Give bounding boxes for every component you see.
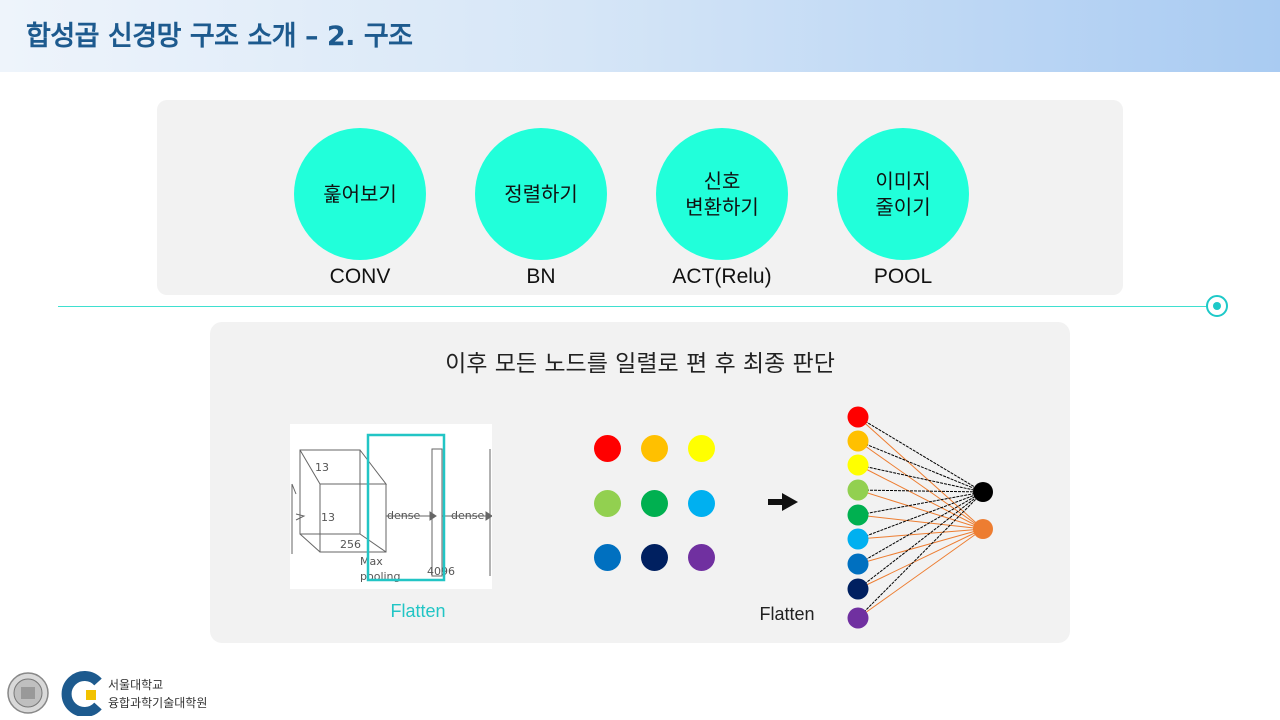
grid-dot (594, 435, 621, 462)
university-logos (7, 671, 102, 716)
grid-dot (594, 490, 621, 517)
connection-line (857, 528, 984, 565)
connection-line (857, 491, 984, 565)
connection-line (857, 440, 984, 493)
grid-dot (688, 544, 715, 571)
step-pool-circle: 이미지 줄이기 (837, 128, 969, 260)
label-dense2: dense (451, 509, 484, 522)
flattened-node (847, 528, 869, 550)
flattened-node (847, 454, 869, 476)
output-node (973, 482, 993, 502)
college-c-logo-icon (61, 671, 102, 716)
school-name-text: 서울대학교 융합과학기술대학원 (108, 676, 207, 712)
step-text-line1: 훑어보기 (323, 182, 397, 206)
step-text-line1: 이미지 (875, 169, 931, 193)
flattened-node (847, 406, 869, 428)
connection-line (857, 528, 984, 540)
connection-line (857, 440, 984, 530)
connection-line (857, 489, 984, 530)
grid-dot (688, 490, 715, 517)
connection-line (857, 491, 984, 540)
step-label-bn: BN (526, 265, 556, 288)
label-13b: 13 (321, 511, 335, 524)
label-max: Max (360, 555, 383, 568)
flattened-node (847, 553, 869, 575)
cnn-architecture-image: 13 13 256 dense dense Max pooling 4096 (290, 424, 492, 589)
page-title: 합성곱 신경망 구조 소개 – 2. 구조 (26, 21, 413, 52)
flatten-label-left: Flatten (390, 601, 446, 621)
step-text-line2: 줄이기 (875, 195, 931, 219)
step-text-line1: 정렬하기 (504, 182, 578, 206)
grid-dot (641, 544, 668, 571)
connection-line (857, 528, 984, 619)
flattened-node (847, 479, 869, 501)
step-text-line1: 신호 (703, 169, 741, 193)
flattened-node (847, 430, 869, 452)
connection-line (857, 528, 984, 590)
label-256: 256 (340, 538, 361, 551)
connection-line (857, 464, 984, 493)
grid-dot (641, 490, 668, 517)
grid-dot (594, 544, 621, 571)
flattened-node (847, 607, 869, 629)
flatten-label-right: Flatten (759, 604, 815, 624)
connection-line (857, 514, 984, 530)
right-arrow-icon (768, 493, 798, 511)
snu-seal-icon (7, 672, 49, 714)
connection-line (857, 491, 984, 590)
step-text-line2: 변환하기 (685, 195, 759, 219)
label-13a: 13 (315, 461, 329, 474)
timeline-line (58, 306, 1208, 307)
school-name: 서울대학교 (108, 678, 164, 692)
connection-line (857, 491, 984, 619)
college-name: 융합과학기술대학원 (108, 696, 208, 710)
step-label-act: ACT(Relu) (672, 265, 772, 288)
connection-line (857, 489, 984, 493)
step-label-pool: POOL (873, 265, 933, 288)
connection-line (857, 416, 984, 530)
step-label-conv: CONV (329, 265, 391, 288)
timeline-end-dot (1213, 302, 1221, 310)
timeline-end-icon (1206, 295, 1228, 317)
flattened-node (847, 578, 869, 600)
connection-line (857, 491, 984, 516)
step-conv-circle: 훑어보기 (294, 128, 426, 260)
header-bar: 합성곱 신경망 구조 소개 – 2. 구조 (0, 0, 1280, 72)
label-4096: 4096 (427, 565, 455, 578)
grid-dot (641, 435, 668, 462)
flattened-node (847, 504, 869, 526)
connection-line (857, 416, 984, 493)
grid-dot (688, 435, 715, 462)
step-act-circle: 신호 변환하기 (656, 128, 788, 260)
step-bn-circle: 정렬하기 (475, 128, 607, 260)
flatten-panel-title: 이후 모든 노드를 일렬로 편 후 최종 판단 (445, 351, 835, 377)
output-node (973, 519, 993, 539)
flattened-network-diagram (847, 406, 993, 629)
connection-line (857, 464, 984, 530)
label-dense1: dense (387, 509, 420, 522)
